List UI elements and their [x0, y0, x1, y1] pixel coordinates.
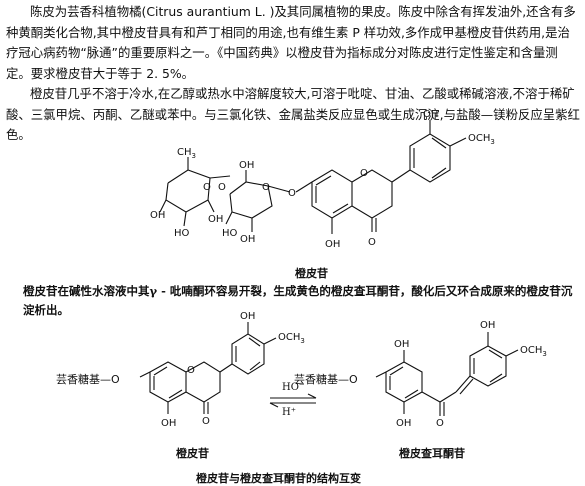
figure2-caption: 橙皮苷与橙皮查耳酮苷的结构互变 — [196, 472, 361, 485]
o-label: O — [203, 182, 211, 193]
och3-label: OCH3 — [468, 133, 495, 146]
property-paragraph: 橙皮苷几乎不溶于冷水,在乙醇或热水中溶解度较大,可溶于吡啶、甘油、乙酸或稀碱溶液… — [6, 86, 580, 142]
forward-reagent: HO⁻ — [282, 382, 305, 393]
oh-label: OH — [325, 239, 340, 250]
o-label: O — [288, 188, 296, 199]
o-label: O — [262, 182, 270, 193]
right-structure-caption: 橙皮查耳酮苷 — [399, 447, 465, 460]
oh-label: OH — [150, 210, 165, 221]
o-label: O — [368, 237, 376, 248]
och3-label: OCH3 — [520, 345, 547, 358]
oh-label: OH — [394, 339, 409, 350]
o-label: O — [187, 365, 195, 376]
ch3-label: CH3 — [177, 147, 196, 160]
oh-label: OH — [396, 418, 411, 429]
left-structure-caption: 橙皮苷 — [176, 447, 209, 460]
o-label: O — [436, 418, 444, 429]
oh-label: OH — [480, 320, 495, 331]
och3-label: OCH3 — [278, 332, 305, 345]
reaction-note: 橙皮苷在碱性水溶液中其γ - 吡喃酮环容易开裂，生成黄色的橙皮查耳酮苷，酸化后又… — [23, 284, 573, 317]
right-substituent: 芸香糖基—O — [294, 373, 358, 386]
oh-label: OH — [239, 160, 254, 171]
ho-label: HO — [222, 228, 238, 239]
oh-label: OH — [161, 418, 176, 429]
o-label: O — [218, 182, 226, 193]
oh-label: OH — [423, 109, 438, 120]
reverse-reagent: H⁺ — [282, 407, 296, 418]
figure1-caption: 橙皮苷 — [295, 267, 328, 280]
o-label: O — [202, 416, 210, 427]
oh-label: OH — [208, 214, 223, 225]
oh-label: OH — [240, 311, 255, 322]
intro-paragraph: 陈皮为芸香科植物橘(Citrus aurantium L. )及其同属植物的果皮… — [6, 4, 576, 81]
ho-label: HO — [174, 228, 190, 239]
o-label: O — [360, 168, 368, 179]
oh-label: OH — [240, 234, 255, 245]
left-substituent: 芸香糖基—O — [56, 373, 120, 386]
